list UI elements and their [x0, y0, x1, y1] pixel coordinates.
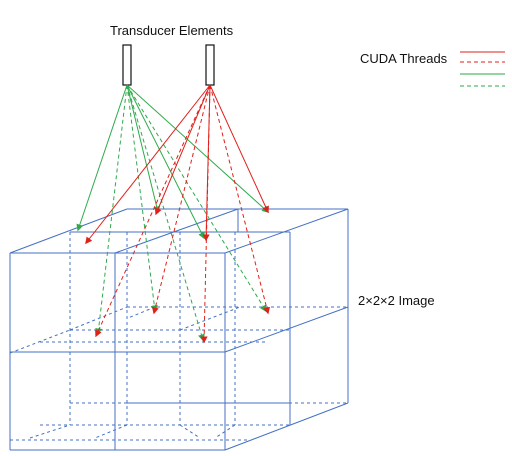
thread-rays — [76, 84, 271, 344]
transducer-label: Transducer Elements — [110, 23, 234, 38]
image-volume — [9, 208, 349, 451]
legend: CUDA Threads — [360, 51, 505, 87]
ray-red-solid — [85, 84, 211, 245]
ray-green-dashed — [126, 84, 205, 342]
ray-green-dashed — [126, 84, 267, 313]
ray-red-dashed — [95, 84, 211, 338]
ray-red-solid — [209, 84, 269, 214]
rays-right-element — [85, 84, 271, 344]
transducer-elements: Transducer Elements — [110, 23, 234, 86]
ray-red-dashed — [209, 84, 271, 315]
transducer-element-left — [122, 44, 132, 86]
ray-green-solid — [126, 84, 205, 240]
ray-red-solid — [154, 84, 211, 216]
ray-green-solid — [126, 84, 270, 213]
ray-green-solid — [76, 84, 128, 232]
transducer-element-right — [205, 44, 215, 86]
legend-title: CUDA Threads — [360, 51, 448, 66]
visible-edges — [9, 208, 349, 451]
rays-left-element — [76, 84, 270, 342]
hidden-edges — [9, 232, 348, 441]
image-label: 2×2×2 Image — [358, 293, 435, 308]
ray-green-dashed — [126, 84, 158, 313]
ray-green-solid — [126, 84, 161, 214]
ray-red-dashed — [200, 84, 211, 344]
